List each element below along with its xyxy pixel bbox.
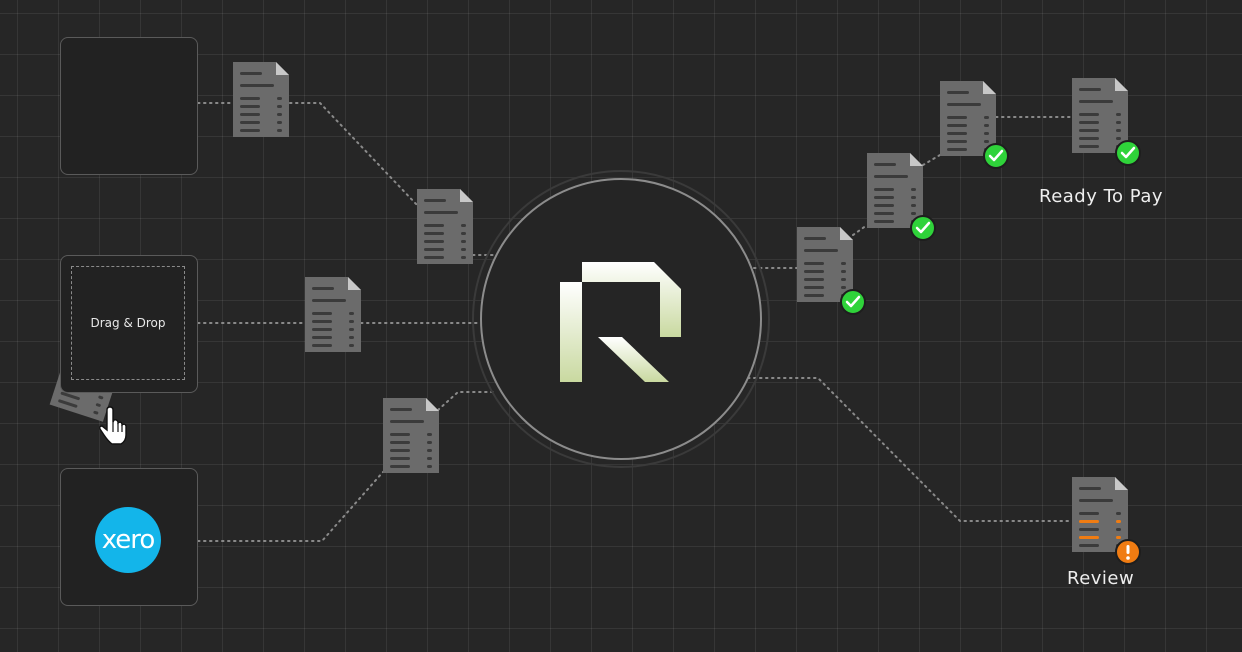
processor-node [472, 170, 770, 468]
doc-review [1072, 477, 1141, 565]
doc-processed-3 [940, 81, 1009, 169]
connector-to-ready [747, 116, 1073, 269]
xero-source-box[interactable]: xero [60, 468, 198, 606]
alert-icon [1115, 539, 1141, 565]
r-logo [560, 262, 681, 382]
drop-zone[interactable]: Drag & Drop [71, 266, 185, 380]
doc-processed-2 [867, 153, 936, 241]
drag-drop-source-box[interactable]: Drag & Drop [60, 255, 198, 393]
doc-email [233, 62, 289, 137]
xero-logo-text: xero [101, 525, 156, 555]
email-source-box[interactable] [60, 37, 198, 175]
review-label: Review [1067, 568, 1135, 589]
check-icon [983, 143, 1009, 169]
drag-drop-label: Drag & Drop [90, 316, 166, 330]
ready-to-pay-label: Ready To Pay [1039, 186, 1164, 207]
doc-ready [1072, 78, 1141, 166]
connector-xero [197, 391, 498, 542]
check-icon [1115, 140, 1141, 166]
check-icon [840, 289, 866, 315]
doc-processed-1 [797, 227, 866, 315]
check-icon [910, 215, 936, 241]
doc-email-2 [417, 189, 473, 264]
pointer-hand-icon [99, 406, 127, 445]
doc-xero [383, 398, 439, 473]
xero-logo: xero [95, 507, 161, 573]
connector-to-review [747, 377, 1071, 522]
connector-email [197, 102, 498, 256]
doc-dragdrop [305, 277, 361, 352]
